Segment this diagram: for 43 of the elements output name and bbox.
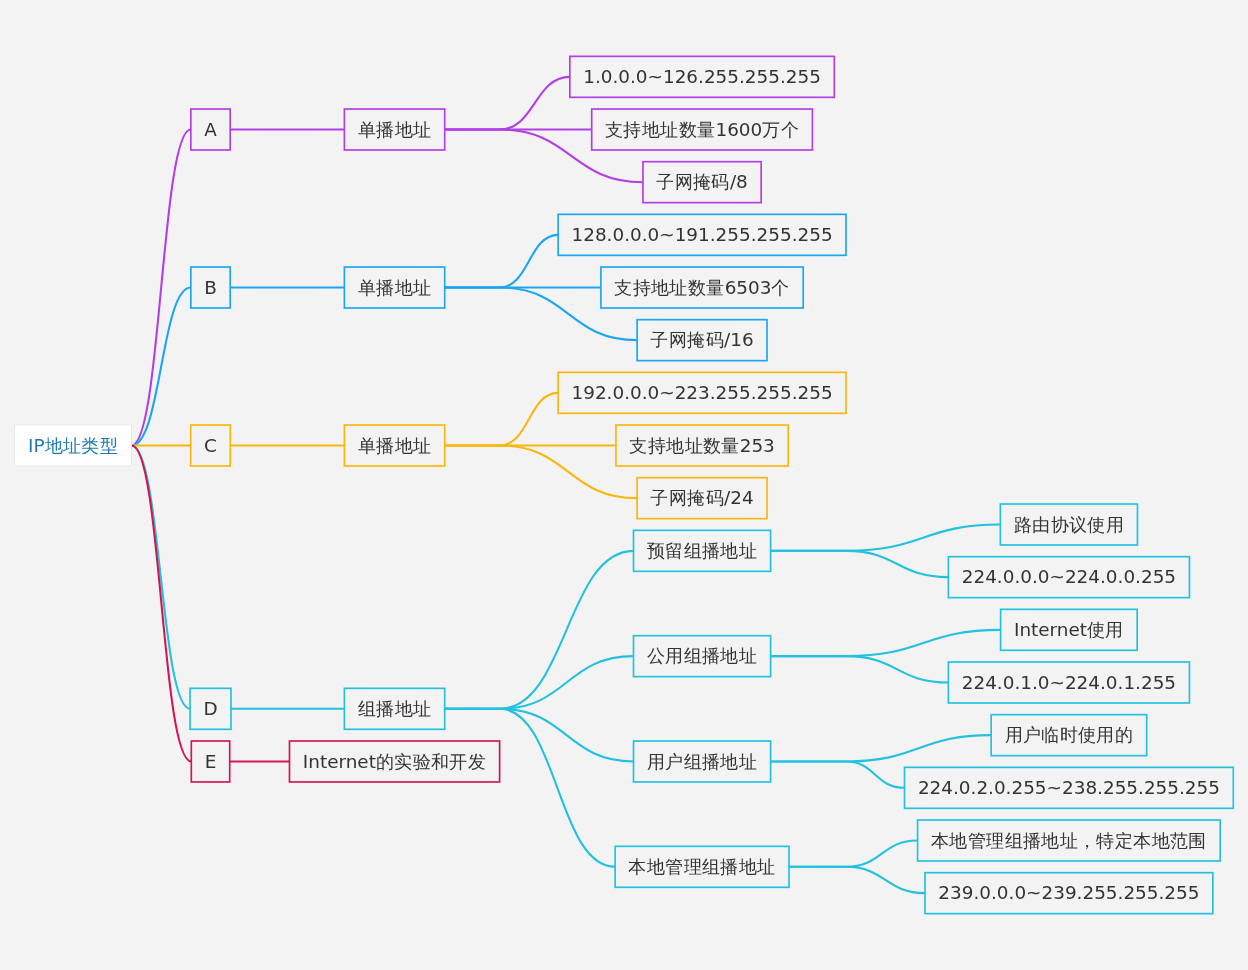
node-box: C: [189, 424, 232, 467]
node-box: 公用组播地址: [632, 634, 772, 678]
node-box: 单播地址: [343, 108, 446, 151]
node-box: A: [190, 108, 231, 151]
node-box: 组播地址: [343, 687, 446, 731]
connector: [770, 655, 949, 684]
node-box: IP地址类型: [14, 424, 132, 467]
node-box: 224.0.1.0~224.0.1.255: [947, 661, 1191, 704]
node-box: 支持地址数量253: [615, 424, 789, 467]
connector: [130, 444, 192, 763]
node-box: 128.0.0.0~191.255.255.255: [557, 213, 847, 257]
node-box: 1.0.0.0~126.255.255.255: [569, 55, 836, 99]
node-box: 239.0.0.0~239.255.255.255: [924, 871, 1214, 915]
node-box: 单播地址: [343, 266, 446, 309]
node-box: 子网掩码/8: [642, 160, 762, 204]
node-box: B: [190, 266, 232, 309]
node-box: 本地管理组播地址: [614, 845, 790, 889]
node-box: 本地管理组播地址，特定本地范围: [916, 819, 1222, 862]
connector: [444, 444, 638, 500]
node-box: 支持地址数量6503个: [600, 266, 805, 309]
node-box: 单播地址: [343, 424, 446, 467]
node-box: 用户临时使用的: [990, 713, 1148, 757]
node-box: Internet的实验和开发: [288, 740, 501, 783]
node-box: 子网掩码/16: [636, 318, 768, 362]
connector: [229, 760, 290, 763]
node-box: 用户组播地址: [632, 740, 772, 783]
connector: [444, 128, 643, 184]
connector: [770, 760, 905, 789]
node-box: D: [189, 687, 232, 731]
connector: [130, 444, 191, 447]
node-box: 支持地址数量1600万个: [590, 108, 814, 151]
node-box: 224.0.0.0~224.0.0.255: [947, 555, 1191, 599]
node-box: 预留组播地址: [632, 529, 772, 573]
connector: [444, 707, 616, 868]
connector: [130, 444, 191, 710]
node-box: 子网掩码/24: [636, 476, 768, 520]
node-box: E: [190, 740, 231, 783]
node-box: 224.0.2.0.255~238.255.255.255: [903, 766, 1235, 810]
node-box: 路由协议使用: [999, 503, 1139, 546]
connector: [770, 549, 949, 579]
connector: [444, 286, 638, 342]
node-box: Internet使用: [999, 608, 1139, 652]
node-box: 192.0.0.0~223.255.255.255: [557, 371, 847, 415]
